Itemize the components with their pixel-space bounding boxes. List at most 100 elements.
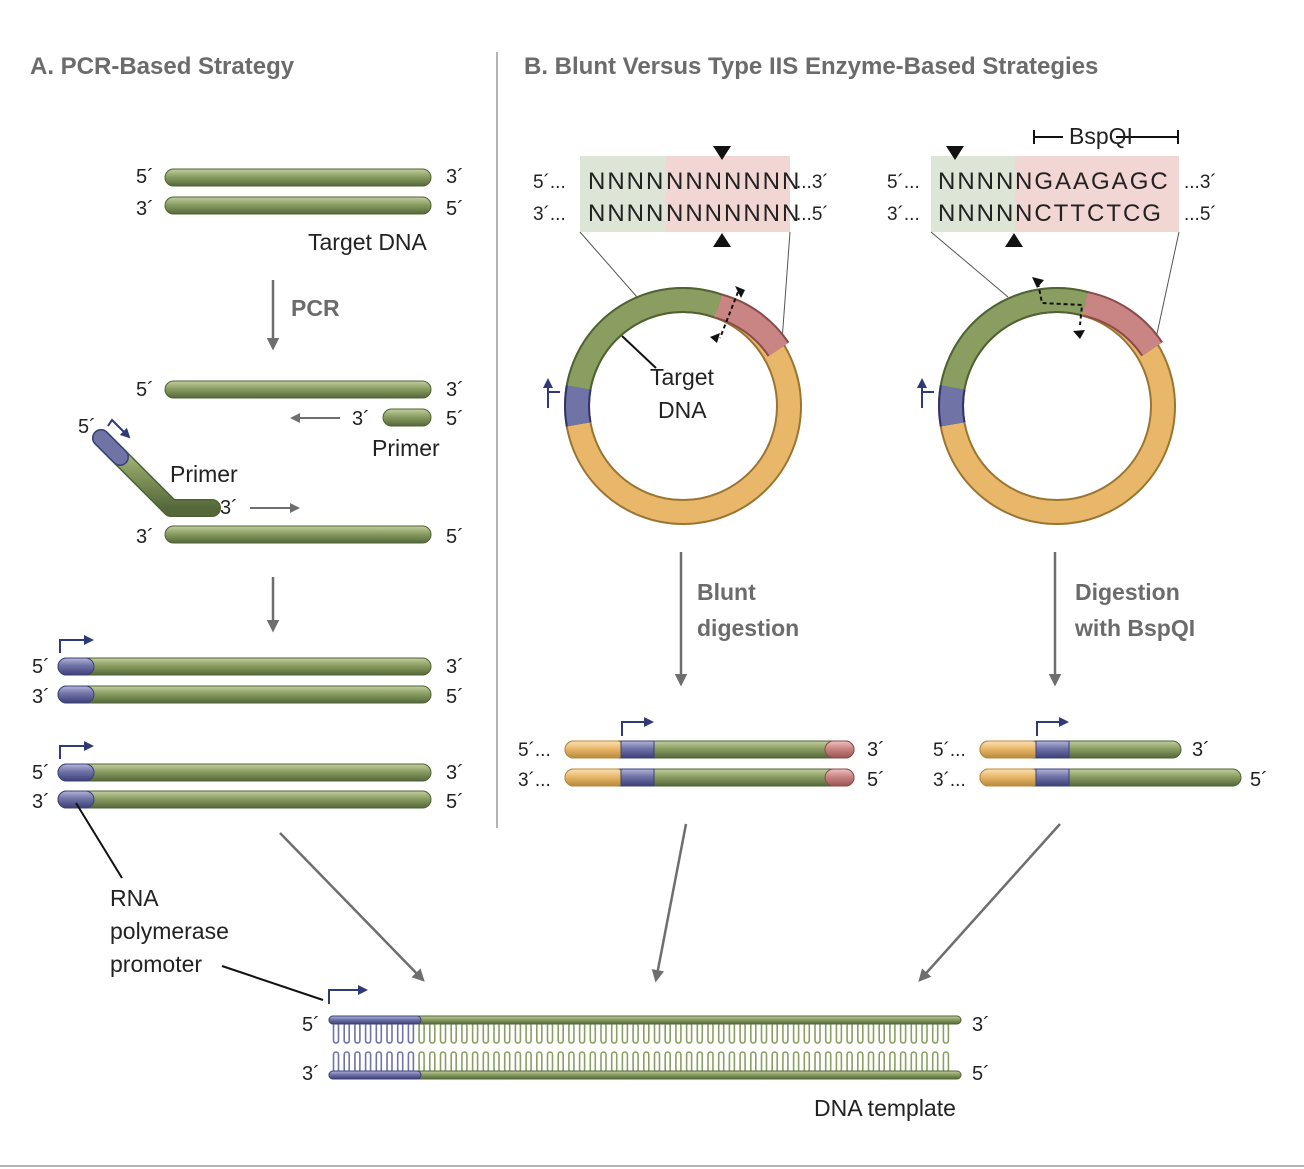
base-pair-rung — [535, 1051, 543, 1073]
base-pair-rung — [739, 1051, 746, 1073]
base-pair-rung — [514, 1051, 522, 1073]
seq-top-red: NGAAGAGC — [1015, 168, 1170, 195]
dna-template — [328, 985, 962, 1080]
base-pair-rung — [664, 1022, 672, 1044]
base-pair-rung — [792, 1051, 800, 1073]
seq-end-label: ...3´ — [796, 172, 829, 193]
type2s-plasmid — [938, 287, 1176, 525]
base-pair-rung — [782, 1051, 789, 1073]
base-pair-rung — [396, 1022, 404, 1044]
end-label: 3´ — [220, 497, 238, 519]
end-label: 3´ — [136, 526, 154, 548]
type2s-linear-product — [979, 740, 1242, 787]
prod-end-label: 5´ — [867, 769, 885, 791]
blunt-digestion-label-1: Blunt — [697, 579, 756, 605]
cut-site-marker-bottom — [713, 233, 731, 247]
seq-bottom-green: NNNN — [938, 200, 1015, 227]
reverse-primer — [382, 408, 432, 427]
end-label: 5´ — [446, 408, 464, 430]
panel-a: 5´ 3´ 3´ 5´ Target DNA PCR 5´ 3´ 3´ 5´ P… — [32, 166, 464, 1001]
dna-template-label: DNA template — [814, 1095, 956, 1121]
bspqi-digestion-label-1: Digestion — [1075, 579, 1180, 605]
base-pair-rung — [931, 1051, 939, 1073]
sequence-box-green — [931, 156, 1015, 232]
promoter-arrow-icon — [328, 985, 368, 1004]
base-pair-rung — [503, 1051, 511, 1073]
panel-b-type2s: BspQI 5´... NNNN NGAAGAGC ...3´ 3´... NN… — [887, 123, 1268, 791]
cut-marker — [710, 333, 720, 343]
base-pair-rung — [514, 1022, 522, 1044]
prod-end-label: 5´ — [1250, 769, 1268, 791]
promoter-label-line3: promoter — [110, 951, 202, 977]
base-pair-rung — [418, 1022, 425, 1044]
base-pair-rung — [685, 1022, 693, 1044]
seq-bottom-red: NNNNNNN — [666, 200, 801, 227]
promoter-arrow-icon — [921, 391, 934, 408]
end-label: 5´ — [446, 791, 464, 813]
promoter-arrow-icon — [547, 391, 560, 408]
base-pair-rung — [461, 1022, 468, 1044]
blunt-digestion-label-2: digestion — [697, 615, 799, 641]
base-pair-rung — [814, 1022, 821, 1044]
base-pair-rung — [450, 1051, 458, 1073]
cut-site-marker-bottom — [1005, 233, 1023, 247]
promoter-leader-line-2 — [221, 965, 324, 1001]
base-pair-rung — [846, 1051, 853, 1073]
base-pair-rung — [771, 1051, 779, 1073]
base-pair-rung — [899, 1051, 907, 1073]
base-pair-rung — [364, 1051, 372, 1073]
promoter-arrow-icon — [621, 717, 654, 736]
base-pair-rung — [332, 1022, 340, 1044]
base-pair-rung — [386, 1051, 393, 1073]
zoom-line — [579, 231, 638, 298]
base-pair-rung — [707, 1022, 714, 1044]
cut-marker — [735, 286, 745, 298]
blunt-plasmid — [564, 287, 802, 525]
cut-marker — [1032, 277, 1044, 288]
prod-end-label: 3´ — [1192, 739, 1210, 761]
seq-bottom-green: NNNN — [588, 200, 665, 227]
end-label: 3´ — [32, 686, 50, 708]
target-strand-bottom — [164, 196, 432, 215]
circle-target-label-1: Target — [650, 364, 715, 390]
base-pair-rung — [621, 1051, 629, 1073]
base-pair-rung — [824, 1051, 832, 1073]
base-pair-rung — [760, 1022, 768, 1044]
end-label: 5´ — [446, 526, 464, 548]
cut-line — [719, 291, 739, 339]
pcr-product-1 — [57, 657, 432, 704]
base-pair-rung — [931, 1022, 939, 1044]
base-pair-rung — [546, 1051, 554, 1073]
base-pair-rung — [749, 1022, 757, 1044]
end-label: 5´ — [302, 1014, 320, 1036]
base-pair-rung — [343, 1022, 351, 1044]
end-label: 5´ — [136, 379, 154, 401]
base-pair-rung — [482, 1022, 490, 1044]
template-promoter-top — [328, 1015, 422, 1025]
promoter-label-line2: polymerase — [110, 918, 229, 944]
end-label: 3´ — [302, 1063, 320, 1085]
template-backbone-top — [328, 1015, 962, 1025]
cut-line — [1037, 282, 1084, 326]
cut-site-marker-top — [946, 146, 964, 160]
target-dna-strands — [164, 168, 432, 215]
template-backbone-bottom — [328, 1070, 962, 1080]
base-pair-rung — [749, 1051, 757, 1073]
base-pair-rung — [942, 1051, 950, 1073]
base-pair-rung — [642, 1051, 650, 1073]
base-pair-rung — [856, 1022, 864, 1044]
reverse-primer-label: Primer — [372, 435, 440, 461]
base-pair-rung — [375, 1051, 383, 1073]
base-pair-rung — [910, 1051, 918, 1073]
prod-end-label: 5´... — [933, 740, 966, 761]
base-pair-rung — [493, 1051, 500, 1073]
base-pair-rung — [600, 1022, 607, 1044]
base-pair-rung — [600, 1051, 607, 1073]
base-pair-rung — [675, 1051, 682, 1073]
seq-end-label: 3´... — [533, 204, 566, 225]
base-pair-rung — [428, 1022, 436, 1044]
base-pair-rung — [621, 1022, 629, 1044]
base-pair-rung — [578, 1051, 586, 1073]
base-pair-rung — [942, 1022, 950, 1044]
base-pair-rung — [461, 1051, 468, 1073]
